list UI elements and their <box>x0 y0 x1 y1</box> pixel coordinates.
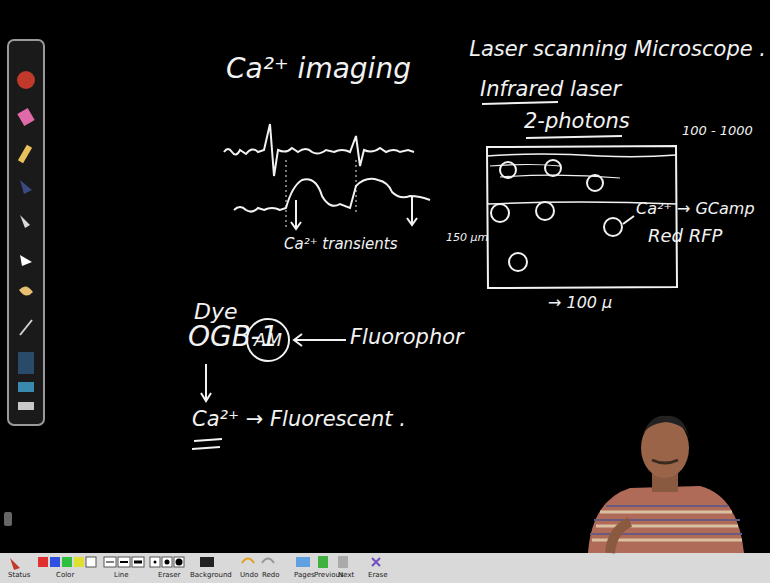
circled-label: AM <box>246 318 290 362</box>
toolbar-label: Eraser <box>158 572 180 579</box>
note-text: Ca²⁺ → Fluorescent . <box>192 408 406 431</box>
underline <box>482 102 558 104</box>
tool-panel <box>8 40 44 425</box>
pointer-arrow <box>291 200 301 229</box>
toolbar-label: Redo <box>262 572 280 579</box>
toolbar-label: Undo <box>240 572 258 579</box>
spike-trace <box>224 124 414 176</box>
bottom-toolbar <box>0 553 770 583</box>
toolbar-label: Color <box>56 572 74 579</box>
toolbar-label: Pages <box>294 572 315 579</box>
presenter <box>588 416 744 553</box>
tool-icons <box>17 71 35 410</box>
caption-text: Ca²⁺ transients <box>284 236 398 253</box>
note-text: Red RFP <box>648 226 722 246</box>
dimension: 150 μm <box>446 232 488 244</box>
dimension: 100 - 1000 <box>682 124 753 138</box>
note-text: Ca²⁺ → GCamp <box>636 200 755 218</box>
note-text: Infrared laser <box>480 78 621 101</box>
heading: Laser scanning Microscope . <box>469 38 766 61</box>
marker-line <box>286 160 287 228</box>
down-arrow <box>201 364 211 401</box>
marker-line <box>356 160 357 214</box>
dimension: → 100 μ <box>548 294 612 312</box>
node-text: AM <box>254 331 282 349</box>
double-underline <box>192 439 222 449</box>
toolbar-icons <box>10 556 380 570</box>
toolbar-label: Line <box>114 572 129 579</box>
pointer-arrow <box>294 334 346 346</box>
pointer-arrow <box>407 196 417 225</box>
note-text: Fluorophor <box>350 326 464 349</box>
side-handle <box>4 512 12 526</box>
underline <box>526 136 622 138</box>
toolbar-label: Erase <box>368 572 388 579</box>
heading: Ca²⁺ imaging <box>226 54 411 85</box>
note-text: 2-photons <box>524 110 630 133</box>
calcium-trace <box>234 179 430 212</box>
leader-line <box>623 216 634 224</box>
note-text: Dye <box>194 300 238 324</box>
toolbar-label: Next <box>338 572 354 579</box>
toolbar-label: Status <box>8 572 30 579</box>
toolbar-label: Background <box>190 572 232 579</box>
